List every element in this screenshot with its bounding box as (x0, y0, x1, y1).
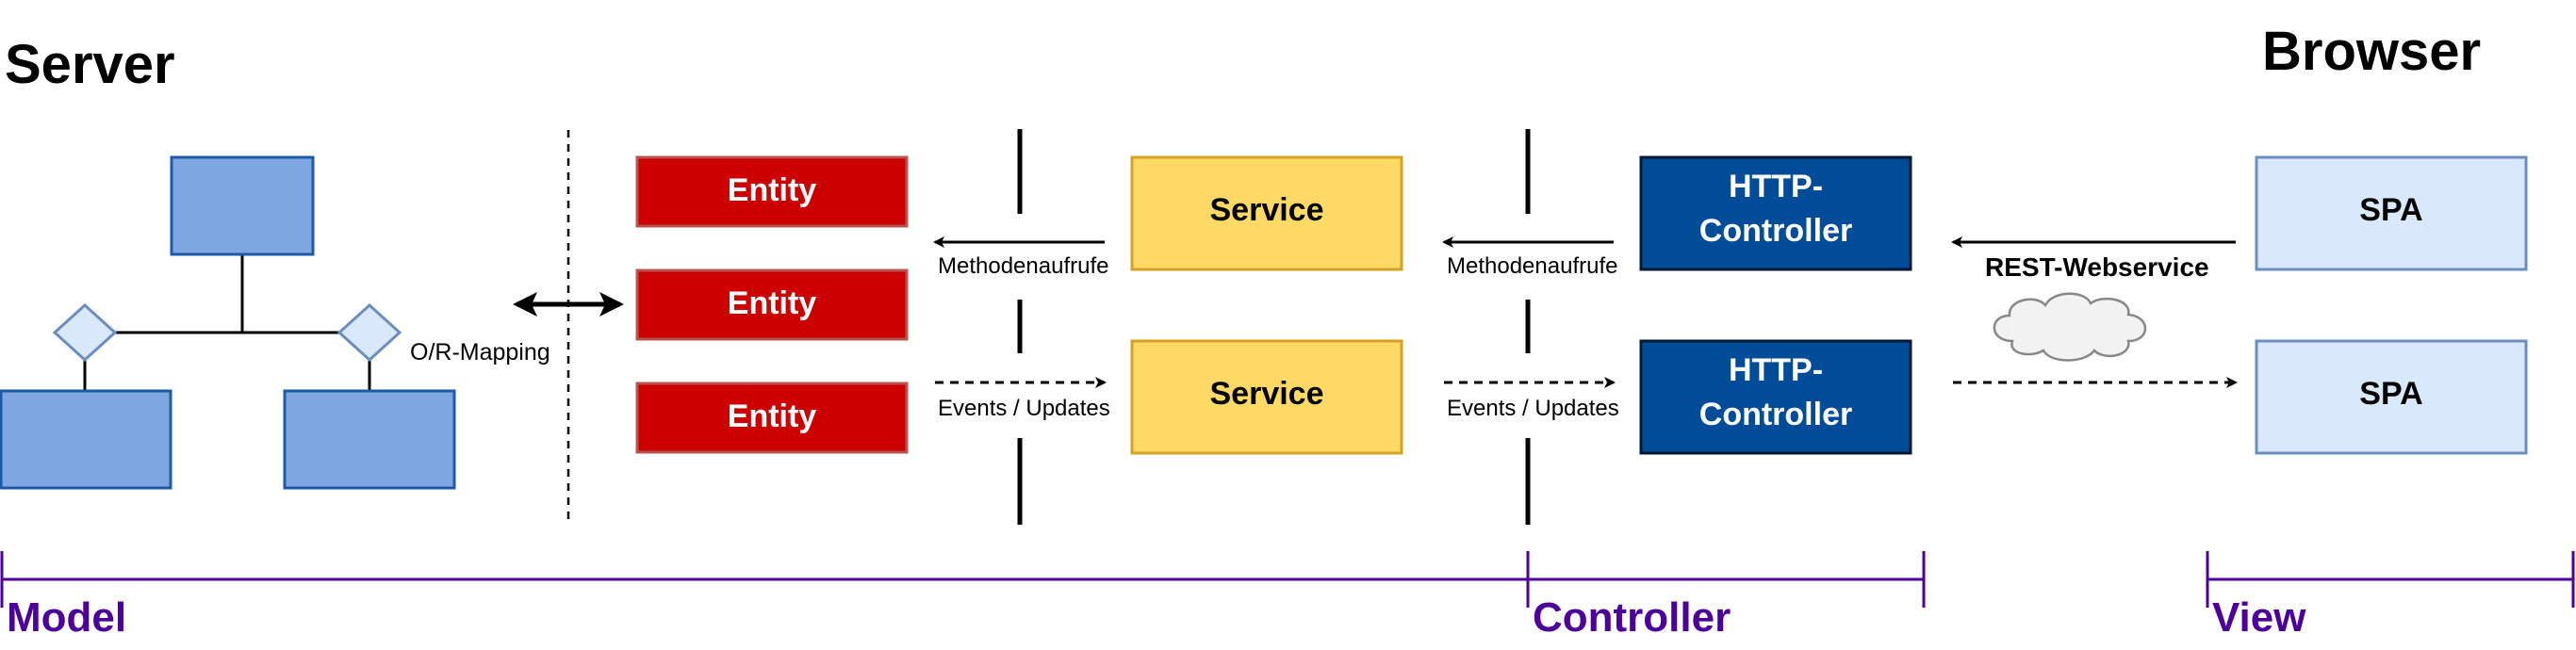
method-calls-label-1: Methodenaufrufe (938, 253, 1108, 279)
layer-bracket-controller (1526, 551, 1926, 608)
controller-label-line1: HTTP- (1729, 169, 1823, 204)
entity-box: Entity (635, 155, 909, 228)
layer-label-controller: Controller (1533, 594, 1731, 641)
orm-label: O/R-Mapping (410, 339, 550, 366)
controller-box: HTTP- Controller (1639, 155, 1912, 271)
spa-box: SPA (2255, 155, 2528, 271)
method-calls-label-2: Methodenaufrufe (1447, 253, 1617, 279)
spa-box: SPA (2255, 339, 2528, 455)
service-label: Service (1210, 376, 1324, 412)
controller-box: HTTP- Controller (1639, 339, 1912, 455)
service-label: Service (1210, 192, 1324, 228)
controller-label-line1: HTTP- (1729, 352, 1823, 388)
model-child-box-left (0, 389, 172, 490)
entity-box: Entity (635, 382, 909, 454)
controller-label-line2: Controller (1699, 213, 1852, 249)
layer-bracket-view (2206, 551, 2575, 608)
entity-label: Entity (728, 398, 817, 434)
rest-webservice-label: REST-Webservice (1985, 252, 2209, 282)
layer-label-view: View (2212, 594, 2306, 641)
model-child-box-right (283, 389, 456, 490)
layer-bracket-model (0, 551, 1528, 608)
model-diamond-right (336, 302, 402, 363)
controller-label-line2: Controller (1699, 397, 1852, 432)
cloud-icon (1993, 292, 2147, 362)
model-root-box (170, 155, 315, 256)
entity-box: Entity (635, 268, 909, 341)
spa-label: SPA (2359, 376, 2422, 412)
service-box: Service (1130, 339, 1403, 455)
entity-label: Entity (728, 285, 817, 321)
entity-label: Entity (728, 172, 817, 208)
service-box: Service (1130, 155, 1403, 271)
server-title: Server (5, 34, 175, 95)
spa-label: SPA (2359, 192, 2422, 228)
events-updates-label-2: Events / Updates (1447, 396, 1619, 421)
events-updates-label-1: Events / Updates (938, 396, 1110, 421)
model-diamond-left (52, 302, 118, 363)
layer-label-model: Model (7, 594, 126, 641)
model-tree (0, 155, 456, 490)
browser-title: Browser (2262, 21, 2481, 82)
